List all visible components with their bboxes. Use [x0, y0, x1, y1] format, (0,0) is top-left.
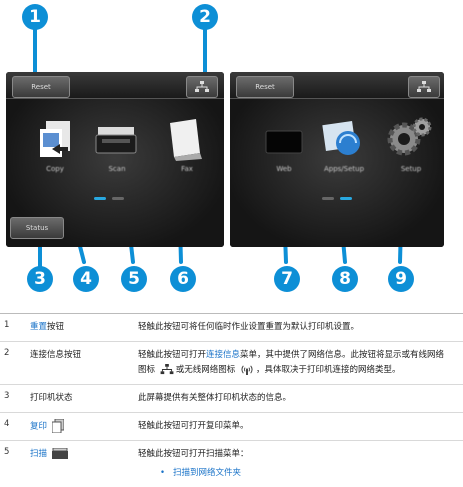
web-services-icon[interactable]	[264, 127, 304, 157]
row-description: 轻触此按钮可打开复印菜单。	[134, 413, 463, 441]
row-description: 轻触此按钮可打开扫描菜单： 扫描到网络文件夹	[134, 441, 463, 487]
row-item-name: 连接信息按钮	[26, 342, 134, 385]
row-number: 2	[0, 342, 26, 385]
reset-button[interactable]: Reset	[12, 76, 70, 98]
page-dot-active	[94, 197, 106, 200]
connection-info-button[interactable]	[408, 76, 440, 98]
row-item-name: 打印机状态	[26, 385, 134, 413]
scan-app-icon[interactable]	[94, 123, 138, 159]
callout-5: 5	[121, 266, 147, 292]
row-number: 4	[0, 413, 26, 441]
scan-link[interactable]: 扫描	[30, 449, 47, 459]
callout-7: 7	[274, 266, 300, 292]
control-panel-legend-table: 1 重置按钮 轻触此按钮可将任何临时作业设置重置为默认打印机设置。 2 连接信息…	[0, 313, 463, 487]
page-dot	[112, 197, 124, 200]
row-item-name: 复印	[26, 413, 134, 441]
setup-label: Setup	[386, 165, 436, 173]
connection-info-button[interactable]	[186, 76, 218, 98]
wireless-network-icon	[240, 364, 254, 375]
callout-2: 2	[192, 4, 218, 30]
reset-button[interactable]: Reset	[236, 76, 294, 98]
row-description-text: 轻触此按钮可打开扫描菜单：	[138, 447, 459, 462]
row-description: 轻触此按钮可将任何临时作业设置重置为默认打印机设置。	[134, 314, 463, 342]
row-description: 此屏幕提供有关整体打印机状态的信息。	[134, 385, 463, 413]
table-row: 3 打印机状态 此屏幕提供有关整体打印机状态的信息。	[0, 385, 463, 413]
fax-app-icon[interactable]	[166, 117, 206, 161]
callout-6: 6	[170, 266, 196, 292]
callout-8: 8	[332, 266, 358, 292]
scan-label: Scan	[90, 165, 144, 173]
copy-app-icon[interactable]	[36, 119, 74, 161]
callout-3: 3	[27, 266, 53, 292]
printer-status-button[interactable]: Status	[10, 217, 64, 239]
wired-network-icon	[195, 81, 209, 93]
printer-panel-home-left: Reset Copy Scan Fax	[6, 72, 224, 247]
apps-icon[interactable]	[320, 117, 364, 161]
copy-link[interactable]: 复印	[30, 422, 47, 432]
row-number: 1	[0, 314, 26, 342]
table-row: 5 扫描 轻触此按钮可打开扫描菜单： 扫描到网络文件夹	[0, 441, 463, 487]
callout-4: 4	[73, 266, 99, 292]
row-number: 5	[0, 441, 26, 487]
connection-info-link[interactable]: 连接信息	[206, 350, 240, 360]
page-dot	[322, 197, 334, 200]
desc-part: 图标	[138, 365, 155, 375]
callout-1: 1	[22, 4, 48, 30]
panel-screen: Web Apps/Setup Setup	[230, 99, 444, 247]
row-item-name-suffix: 按钮	[47, 322, 64, 332]
gear-icon[interactable]	[386, 117, 432, 157]
row-number: 3	[0, 385, 26, 413]
table-row: 1 重置按钮 轻触此按钮可将任何临时作业设置重置为默认打印机设置。	[0, 314, 463, 342]
table-row: 4 复印 轻触此按钮可打开复印菜单。	[0, 413, 463, 441]
printer-panel-home-right: Reset Web Apps/Setup Setup	[230, 72, 444, 247]
desc-part: ，具体取决于打印机连接的网络类型。	[256, 365, 401, 375]
page-indicator	[322, 197, 352, 200]
web-services-label: Web	[256, 165, 312, 173]
reset-link[interactable]: 重置	[30, 322, 47, 332]
row-description: 轻触此按钮可打开连接信息菜单，其中提供了网络信息。此按钮将显示或有线网络 图标 …	[134, 342, 463, 385]
desc-part: 或无线网络图标	[176, 365, 236, 375]
wired-network-icon	[417, 81, 431, 93]
callout-9: 9	[388, 266, 414, 292]
row-item-name: 扫描	[26, 441, 134, 487]
wired-network-icon	[160, 364, 174, 375]
scan-to-network-folder-link[interactable]: 扫描到网络文件夹	[160, 466, 459, 481]
apps-label: Apps/Setup	[314, 165, 374, 173]
page-indicator	[94, 197, 124, 200]
scan-icon	[52, 448, 68, 460]
fax-label: Fax	[162, 165, 212, 173]
copy-icon	[52, 419, 64, 433]
page-dot-active	[340, 197, 352, 200]
row-item-name: 重置按钮	[26, 314, 134, 342]
desc-part: 菜单，其中提供了网络信息。此按钮将显示或有线网络	[240, 350, 444, 360]
table-row: 2 连接信息按钮 轻触此按钮可打开连接信息菜单，其中提供了网络信息。此按钮将显示…	[0, 342, 463, 385]
desc-part: 轻触此按钮可打开	[138, 350, 206, 360]
copy-label: Copy	[28, 165, 82, 173]
